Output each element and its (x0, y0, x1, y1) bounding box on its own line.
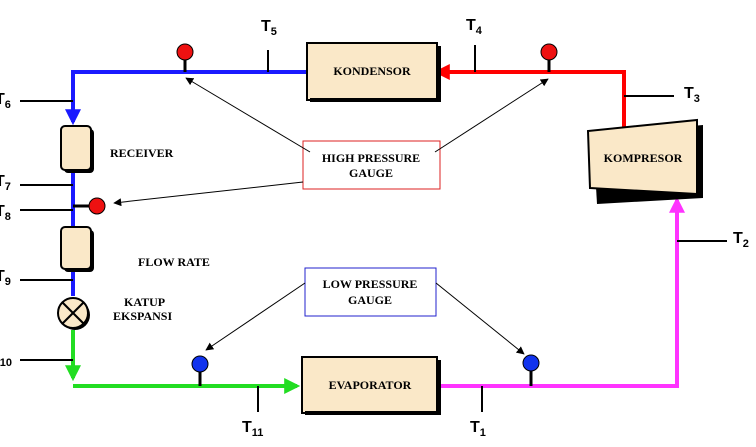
t11-label: T11 (242, 419, 263, 439)
low-pressure-gauge-callout: LOW PRESSURE GAUGE (304, 267, 437, 317)
low-gauge-arrow-left (205, 282, 306, 351)
flow-rate-label: FLOW RATE (138, 255, 210, 269)
katup-label-line1: KATUP (124, 295, 165, 309)
condenser-outlet-line-top (65, 70, 307, 126)
t8-label: T8 (0, 203, 11, 223)
t5-label: T5 (261, 18, 277, 38)
suction-line (437, 196, 685, 388)
low-gauge-arrow-right (435, 282, 525, 355)
discharge-line (433, 64, 626, 132)
t4-label: T4 (466, 17, 483, 37)
high-pressure-gauge-callout: HIGH PRESSURE GAUGE (302, 140, 441, 190)
receiver-label: RECEIVER (110, 146, 174, 160)
kompresor-label: KOMPRESOR (604, 151, 683, 165)
kompresor-shape: KOMPRESOR (586, 118, 703, 204)
high-gauge-arrow-receiver (113, 181, 304, 207)
high-pressure-gauge-discharge (176, 43, 194, 72)
low-pressure-gauge-outlet (522, 354, 540, 386)
low-gauge-label-line1: LOW PRESSURE (323, 277, 418, 291)
t6-label: T6 (0, 91, 11, 111)
high-gauge-label-line2: GAUGE (349, 166, 393, 180)
filter-drier (60, 226, 94, 272)
high-pressure-gauge-condenser (540, 43, 558, 72)
t7-label: T7 (0, 173, 11, 193)
receiver-vessel (60, 125, 94, 173)
evaporator-label: EVAPORATOR (329, 378, 412, 392)
high-gauge-label-line1: HIGH PRESSURE (322, 151, 420, 165)
high-gauge-arrow-left (185, 77, 311, 153)
evaporator-box: EVAPORATOR (301, 356, 441, 415)
kondensor-box: KONDENSOR (306, 42, 441, 102)
kondensor-label: KONDENSOR (333, 64, 411, 78)
t1-label: T1 (470, 419, 486, 439)
t2-label: T2 (733, 230, 749, 250)
katup-label-line2: EKSPANSI (113, 309, 172, 323)
t10-label: T10 (0, 349, 12, 369)
low-pressure-gauge-inlet (191, 355, 209, 386)
t9-label: T9 (0, 268, 11, 288)
low-gauge-label-line2: GAUGE (348, 293, 392, 307)
t3-label: T3 (684, 85, 700, 105)
high-gauge-arrow-right (434, 78, 549, 153)
katup-ekspansi-valve (57, 297, 90, 330)
temperature-ticks (20, 45, 727, 412)
high-pressure-gauge-receiver (73, 197, 106, 215)
